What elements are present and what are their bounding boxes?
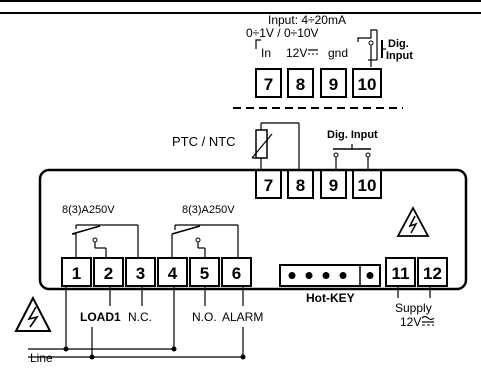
input-type-label-1: Input: 4÷20mA [268,13,346,27]
label-supply-voltage: 12V [400,315,421,329]
probe-terminal-7[interactable]: 7 [264,176,273,195]
label-no: N.O. [192,310,217,324]
warning-high-voltage-icon [396,206,430,237]
thermistor-icon [251,122,300,170]
terminal-1[interactable]: 1 [72,264,81,283]
terminal-12[interactable]: 12 [423,264,442,283]
probe-terminal-strip: 7 8 9 10 [255,169,382,199]
terminal-2[interactable]: 2 [104,264,113,283]
label-input: Input [386,50,413,62]
terminal-3[interactable]: 3 [136,264,145,283]
terminal-4[interactable]: 4 [168,264,178,283]
terminal-11[interactable]: 11 [392,264,410,283]
input-type-label-2: 0÷1V / 0÷10V [246,26,319,40]
top-terminal-8[interactable]: 8 [296,75,305,94]
dig-input-switch-icon [368,30,386,67]
analog-input-block: Input: 4÷20mA 0÷1V / 0÷10V In 12V gnd Di… [246,13,413,98]
top-terminal-9[interactable]: 9 [329,75,338,94]
terminal-5[interactable]: 5 [200,264,209,283]
label-dig: Dig. [388,38,409,50]
warning-high-voltage-outside-icon [14,295,52,332]
label-in: In [261,46,271,60]
label-dig-input: Dig. Input [327,129,378,141]
terminal-6[interactable]: 6 [232,264,241,283]
top-terminal-7[interactable]: 7 [264,75,273,94]
probe-input-block: PTC / NTC Dig. Input [172,122,378,170]
probe-terminal-8[interactable]: 8 [296,176,305,195]
probe-terminal-10[interactable]: 10 [358,176,377,195]
pushbutton-switch-icon [333,144,371,170]
dc-symbol-icon [308,49,318,55]
top-terminal-10[interactable]: 10 [358,75,377,94]
label-nc: N.C. [128,310,152,324]
external-wiring [28,286,431,360]
supply-terminal-strip: 11 12 [385,257,448,287]
relay-2-rating: 8(3)A250V [182,204,235,216]
relay-1-rating: 8(3)A250V [62,204,115,216]
label-gnd: gnd [328,46,348,60]
probe-terminal-9[interactable]: 9 [329,176,338,195]
output-terminal-strip: 1 2 3 4 5 6 [61,257,252,287]
label-line: Line [30,351,53,365]
controller-body [38,168,468,291]
top-terminal-strip: 7 8 9 10 [255,68,382,98]
relay-1: 8(3)A250V [62,204,139,258]
label-hotkey: Hot-KEY [306,291,355,305]
hotkey-connector[interactable] [279,264,381,287]
label-supply: Supply [395,301,432,315]
label-ptc-ntc: PTC / NTC [172,134,236,149]
ac-dc-symbol-icon [421,315,435,326]
label-load1: LOAD1 [80,310,121,324]
label-alarm: ALARM [222,310,263,324]
relay-2: 8(3)A250V [171,204,239,258]
label-12v: 12V [286,46,307,60]
